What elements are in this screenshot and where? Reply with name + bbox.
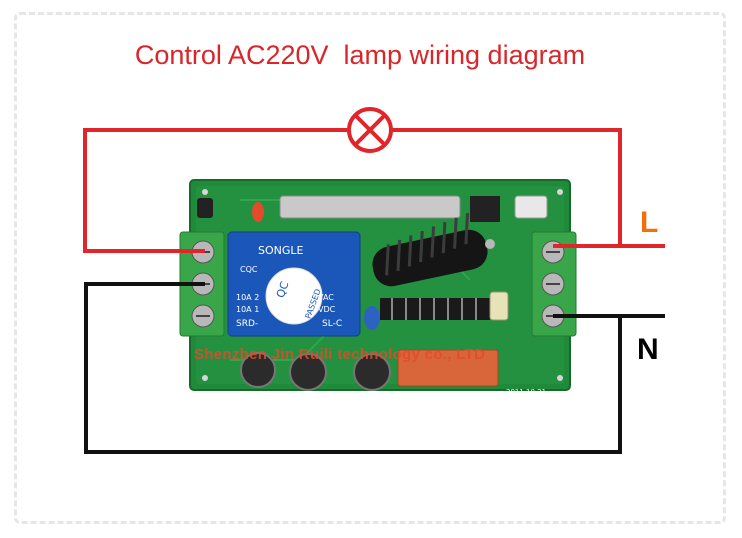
relay-model: SRD- xyxy=(236,319,258,329)
transistor xyxy=(197,198,213,218)
learn-button xyxy=(514,195,548,219)
relay-volt-a: VAC xyxy=(318,293,334,302)
blue-capacitor xyxy=(364,306,380,330)
diagram-title: Control AC220V lamp wiring diagram xyxy=(134,40,586,70)
relay-rating-a: 10A 2 xyxy=(236,293,259,302)
relay-brand: SONGLE xyxy=(258,244,304,257)
lamp-symbol-icon xyxy=(347,107,393,153)
fuse xyxy=(489,291,509,321)
date-code: 2011.10.31 xyxy=(506,388,546,396)
pin-row xyxy=(380,298,490,320)
neutral-wire xyxy=(84,282,665,454)
cqc-mark: CQC xyxy=(240,265,258,274)
neutral-label: N xyxy=(637,333,659,366)
manufacturer-watermark: Shenzhen Jin Ruili technology co., LTD xyxy=(194,346,486,363)
relay-suffix: SL-C xyxy=(322,319,342,329)
resistor-top xyxy=(252,202,264,222)
antenna-coil xyxy=(372,213,488,287)
relay: SONGLE CQC 10A 2 10A 1 VAC VDC SRD- SL-C… xyxy=(227,231,361,337)
jumper-block xyxy=(470,196,500,222)
relay-volt-b: VDC xyxy=(318,305,336,314)
led xyxy=(485,239,495,249)
live-label: L xyxy=(640,206,659,239)
qc-sticker xyxy=(265,267,323,325)
film-capacitor xyxy=(397,349,499,387)
relay-rating-b: 10A 1 xyxy=(236,305,259,314)
electrolytic-capacitors xyxy=(240,352,391,391)
qc-stamp-a: QC xyxy=(274,279,292,299)
rf-module xyxy=(279,195,461,219)
dashed-frame xyxy=(14,12,726,524)
